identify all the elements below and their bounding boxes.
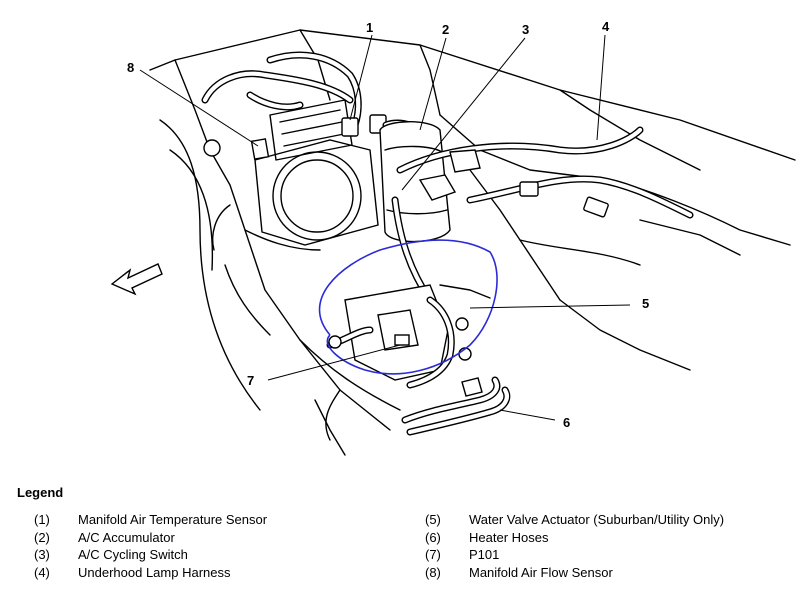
callout-7: 7 bbox=[247, 373, 254, 388]
forward-arrow-icon bbox=[110, 263, 163, 296]
legend-item-label: A/C Accumulator bbox=[78, 529, 175, 545]
leader-lines bbox=[139, 34, 631, 421]
water-valve-assembly bbox=[326, 284, 491, 389]
legend-item-number: (6) bbox=[425, 529, 441, 545]
callout-2: 2 bbox=[442, 22, 449, 37]
engine-bay-diagram: 1 2 3 4 5 6 7 8 bbox=[110, 19, 796, 456]
legend-item: (3) A/C Cycling Switch bbox=[34, 546, 267, 564]
legend-item-number: (1) bbox=[34, 512, 50, 527]
legend-item-label: Heater Hoses bbox=[469, 529, 549, 545]
callout-3: 3 bbox=[522, 22, 529, 37]
heater-hoses bbox=[401, 376, 511, 436]
legend-item: (4) Underhood Lamp Harness bbox=[34, 564, 267, 582]
legend-item: (8) Manifold Air Flow Sensor bbox=[425, 564, 724, 582]
callout-6: 6 bbox=[563, 415, 570, 430]
legend-item-label: A/C Cycling Switch bbox=[78, 547, 188, 563]
legend-item: (6) Heater Hoses bbox=[425, 529, 724, 547]
callout-8: 8 bbox=[127, 60, 134, 75]
legend-column-left: (1) Manifold Air Temperature Sensor (2) … bbox=[34, 511, 267, 582]
legend-title: Legend bbox=[17, 485, 64, 500]
legend-item: (2) A/C Accumulator bbox=[34, 529, 267, 547]
legend-item-label: Water Valve Actuator (Suburban/Utility O… bbox=[469, 512, 725, 527]
legend-item: (1) Manifold Air Temperature Sensor bbox=[34, 511, 267, 529]
legend-item-label: Underhood Lamp Harness bbox=[78, 565, 231, 581]
legend-item-number: (8) bbox=[425, 565, 441, 581]
callout-5: 5 bbox=[642, 296, 649, 311]
throttle-body bbox=[254, 99, 379, 246]
maf-sensor bbox=[203, 138, 270, 160]
hand-drawn-circle-mark bbox=[318, 239, 498, 375]
legend-item-number: (5) bbox=[425, 512, 441, 527]
legend-item-number: (2) bbox=[34, 529, 50, 545]
callout-4: 4 bbox=[602, 19, 610, 34]
legend-item-number: (7) bbox=[425, 547, 441, 563]
legend-item-number: (3) bbox=[34, 547, 50, 563]
callout-1: 1 bbox=[366, 20, 373, 35]
legend-item: (7) P101 bbox=[425, 546, 724, 564]
legend-item-label: P101 bbox=[469, 547, 500, 563]
legend-column-right: (5) Water Valve Actuator (Suburban/Utili… bbox=[425, 511, 724, 582]
legend-item-label: Manifold Air Temperature Sensor bbox=[78, 512, 268, 527]
legend-item-number: (4) bbox=[34, 565, 50, 581]
legend-item-label: Manifold Air Flow Sensor bbox=[469, 565, 613, 581]
legend-item: (5) Water Valve Actuator (Suburban/Utili… bbox=[425, 511, 724, 529]
